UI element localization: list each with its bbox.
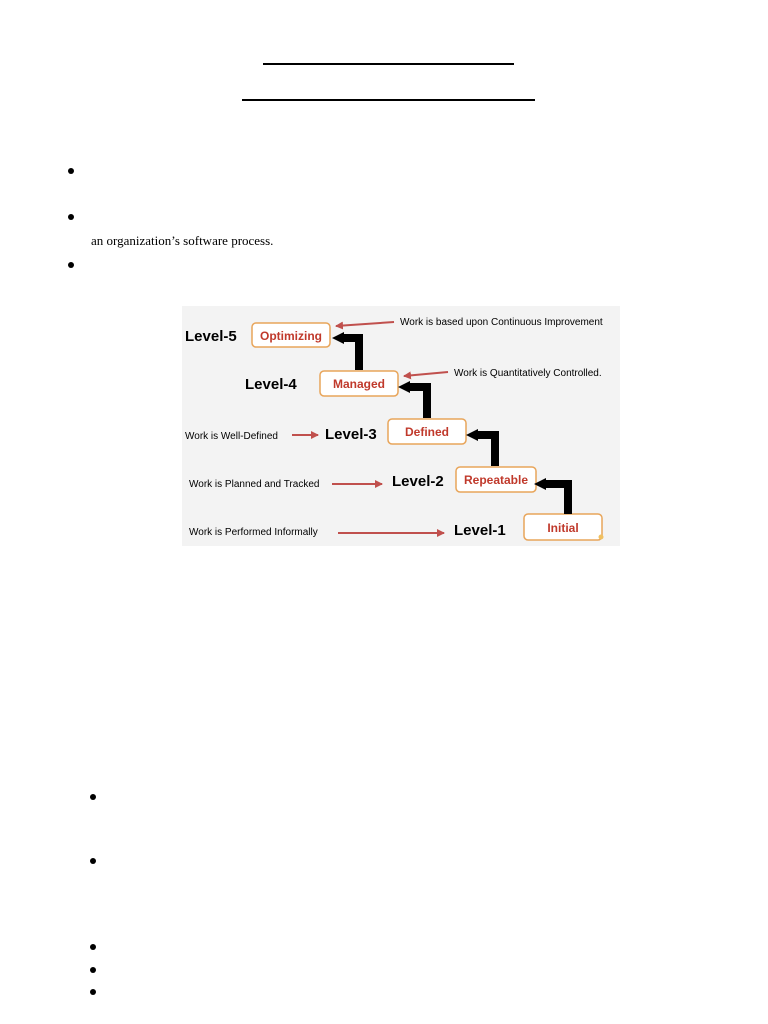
cmm-levels-figure: Level-5 Optimizing Work is based upon Co…: [182, 306, 620, 546]
stage-label-repeatable: Repeatable: [464, 473, 528, 487]
step-arrowhead-2-to-3: [466, 429, 478, 441]
cmm-levels-diagram: Level-5 Optimizing Work is based upon Co…: [185, 317, 604, 541]
level-3-label: Level-3: [325, 426, 377, 443]
list-bullet: [68, 262, 74, 268]
list-bullet: [68, 168, 74, 174]
step-arrowhead-4-to-5: [332, 332, 344, 344]
title-underline-2: [242, 99, 535, 101]
description-level-5: Work is based upon Continuous Improvemen…: [400, 317, 603, 328]
step-arrowhead-3-to-4: [398, 381, 410, 393]
step-arrow-2-to-3: [476, 431, 499, 466]
list-bullet: [90, 989, 96, 995]
step-arrowhead-1-to-2: [534, 478, 546, 490]
list-bullet: [68, 214, 74, 220]
step-arrow-1-to-2: [544, 480, 572, 514]
list-bullet: [90, 858, 96, 864]
stage-label-defined: Defined: [405, 425, 449, 439]
description-level-1: Work is Performed Informally: [189, 527, 318, 538]
stage-box-managed: [319, 370, 399, 397]
stage-box-initial: [523, 513, 603, 541]
level-2-label: Level-2: [392, 473, 444, 490]
title-underline-1: [263, 63, 514, 65]
stage-box-repeatable: [455, 466, 537, 493]
stage-label-initial: Initial: [547, 521, 578, 535]
stage-box-defined: [387, 418, 467, 445]
level-5-label: Level-5: [185, 328, 237, 345]
stage-label-optimizing: Optimizing: [260, 329, 322, 343]
level-1-label: Level-1: [454, 522, 506, 539]
pointer-arrow-level-5: [335, 321, 395, 330]
description-level-4: Work is Quantitatively Controlled.: [454, 368, 602, 379]
pointer-arrow-level-4: [403, 371, 449, 380]
step-arrow-3-to-4: [408, 383, 431, 418]
list-bullet: [90, 967, 96, 973]
list-bullet: [90, 944, 96, 950]
list-bullet: [90, 794, 96, 800]
description-level-2: Work is Planned and Tracked: [189, 479, 319, 490]
stage-box-optimizing: [251, 322, 331, 348]
description-level-3: Work is Well-Defined: [185, 431, 278, 442]
paragraph-continuation: an organization’s software process.: [91, 233, 274, 248]
level-4-label: Level-4: [245, 376, 297, 393]
decorative-dot-icon: [598, 534, 604, 540]
step-arrow-4-to-5: [342, 334, 363, 370]
stage-label-managed: Managed: [333, 377, 385, 391]
